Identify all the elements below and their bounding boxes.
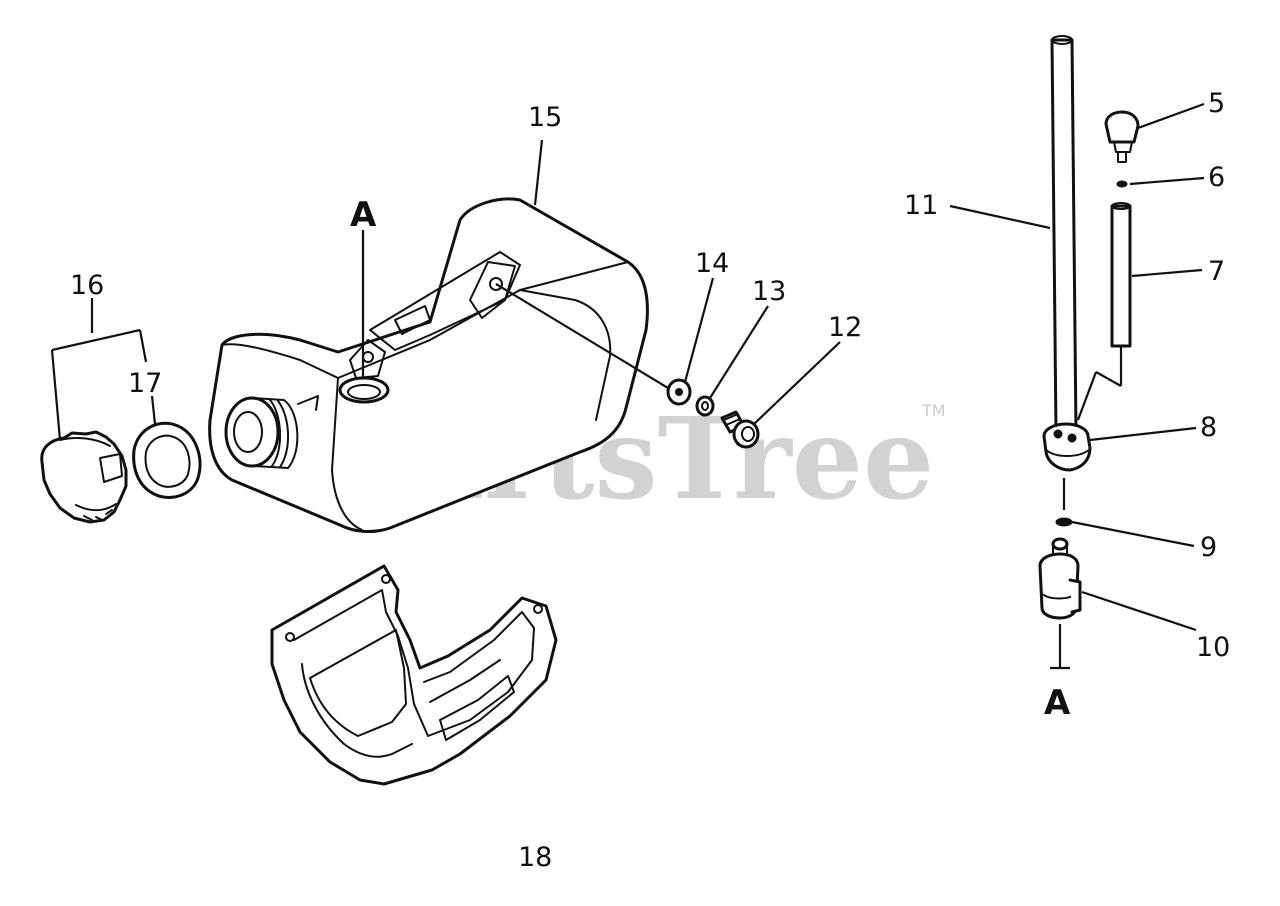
breather-part-5[interactable] — [1104, 110, 1140, 163]
label-11: 11 — [904, 190, 938, 221]
label-10: 10 — [1196, 632, 1230, 663]
fuel-tank-part-15[interactable] — [208, 197, 649, 534]
label-14: 14 — [695, 248, 729, 279]
fuel-filter-part-10[interactable] — [1038, 537, 1082, 620]
watermark-trademark: TM — [921, 401, 946, 420]
screw-part-12[interactable] — [720, 410, 760, 449]
label-13: 13 — [752, 276, 786, 307]
fuel-cap-part-16[interactable] — [40, 430, 128, 524]
leader-lines — [50, 102, 1205, 670]
label-15: 15 — [528, 102, 562, 133]
lock-washer-part-13[interactable] — [695, 395, 715, 417]
washer-part-14[interactable] — [666, 378, 692, 406]
label-17: 17 — [128, 368, 162, 399]
label-ref-a-tank: A — [350, 195, 377, 235]
label-8: 8 — [1200, 412, 1217, 443]
clip-part-9[interactable] — [1055, 517, 1073, 527]
grommet-part-8[interactable] — [1042, 422, 1092, 472]
label-9: 9 — [1200, 532, 1217, 563]
label-12: 12 — [828, 312, 862, 343]
gasket-part-17[interactable] — [132, 421, 202, 499]
ring-part-6[interactable] — [1116, 180, 1128, 188]
label-6: 6 — [1208, 162, 1225, 193]
label-5: 5 — [1208, 88, 1225, 119]
fuel-line-part-11[interactable] — [1050, 35, 1078, 434]
label-18: 18 — [518, 842, 552, 873]
label-7: 7 — [1208, 256, 1225, 287]
label-16: 16 — [70, 270, 104, 301]
label-ref-a-filter: A — [1044, 683, 1071, 723]
tank-support-part-18[interactable] — [270, 564, 558, 786]
breather-tube-part-7[interactable] — [1110, 202, 1132, 348]
